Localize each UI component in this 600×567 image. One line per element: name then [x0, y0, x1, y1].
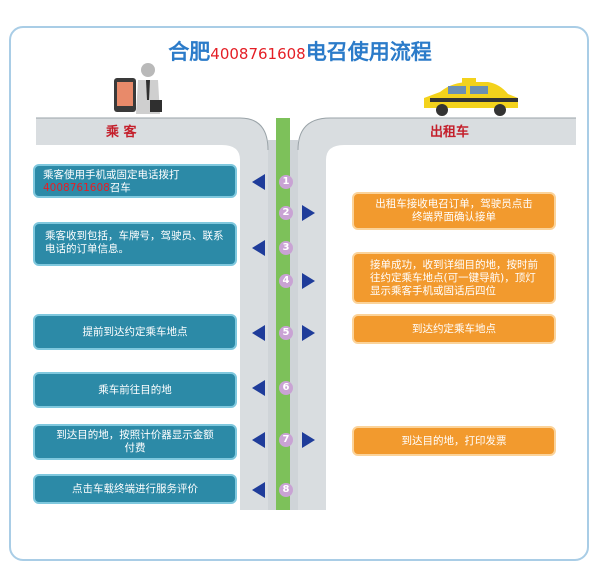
left-step-6-text: 点击车载终端进行服务评价 [72, 482, 198, 495]
right-step-4: 到达目的地，打印发票 [352, 426, 556, 456]
left-step-2: 乘客收到包括，车牌号，驾驶员、联系电话的订单信息。 [33, 222, 237, 266]
left-step-1-phone: 4008761608 [43, 182, 110, 194]
step-number-1: 1 [279, 175, 293, 189]
right-step-2-text: 接单成功，收到详细目的地，按时前往约定乘车地点(可一键导航)，顶灯显示乘客手机或… [370, 259, 538, 297]
step-number-8: 8 [279, 483, 293, 497]
left-step-5-text: 到达目的地，按照计价器显示金额付费 [56, 429, 214, 454]
right-road [298, 118, 576, 510]
left-step-3-text: 提前到达约定乘车地点 [82, 325, 188, 338]
diagram-title: 合肥4008761608电召使用流程 [0, 36, 600, 66]
right-step-4-text: 到达目的地，打印发票 [401, 434, 507, 447]
left-road [36, 118, 268, 510]
arrow-right-4 [302, 273, 315, 289]
left-step-1-line1: 乘客使用手机或固定电话拨打 [43, 169, 180, 181]
left-step-1: 乘客使用手机或固定电话拨打 4008761608召车 [33, 164, 237, 198]
right-step-3-text: 到达约定乘车地点 [412, 322, 496, 335]
arrow-left-7 [252, 432, 265, 448]
arrow-right-7 [302, 432, 315, 448]
step-number-7: 7 [279, 433, 293, 447]
arrow-left-3 [252, 240, 265, 256]
left-step-6: 点击车载终端进行服务评价 [33, 474, 237, 504]
passenger-icon [114, 63, 162, 114]
arrow-left-6 [252, 380, 265, 396]
step-number-2: 2 [279, 206, 293, 220]
step-number-6: 6 [279, 381, 293, 395]
right-step-1: 出租车接收电召订单，驾驶员点击终端界面确认接单 [352, 192, 556, 230]
left-step-1-suffix: 召车 [109, 182, 131, 194]
arrow-left-8 [252, 482, 265, 498]
right-step-2: 接单成功，收到详细目的地，按时前往约定乘车地点(可一键导航)，顶灯显示乘客手机或… [352, 252, 556, 304]
title-prefix: 合肥 [168, 40, 211, 64]
step-number-4: 4 [279, 274, 293, 288]
arrow-right-5 [302, 325, 315, 341]
step-number-3: 3 [279, 241, 293, 255]
step-number-5: 5 [279, 326, 293, 340]
left-step-2-text: 乘客收到包括，车牌号，驾驶员、联系电话的订单信息。 [45, 230, 224, 255]
right-step-3: 到达约定乘车地点 [352, 314, 556, 344]
title-suffix: 电召使用流程 [305, 40, 432, 64]
left-step-3: 提前到达约定乘车地点 [33, 314, 237, 350]
passenger-label: 乘 客 [106, 125, 137, 140]
taxi-icon [424, 78, 518, 116]
taxi-label: 出租车 [430, 125, 470, 140]
left-step-5: 到达目的地，按照计价器显示金额付费 [33, 424, 237, 460]
arrow-right-2 [302, 205, 315, 221]
right-step-1-text: 出租车接收电召订单，驾驶员点击终端界面确认接单 [375, 198, 533, 223]
arrow-left-5 [252, 325, 265, 341]
title-phone: 4008761608 [210, 45, 306, 63]
arrow-left-1 [252, 174, 265, 190]
left-step-4-text: 乘车前往目的地 [98, 383, 172, 396]
left-step-4: 乘车前往目的地 [33, 372, 237, 408]
